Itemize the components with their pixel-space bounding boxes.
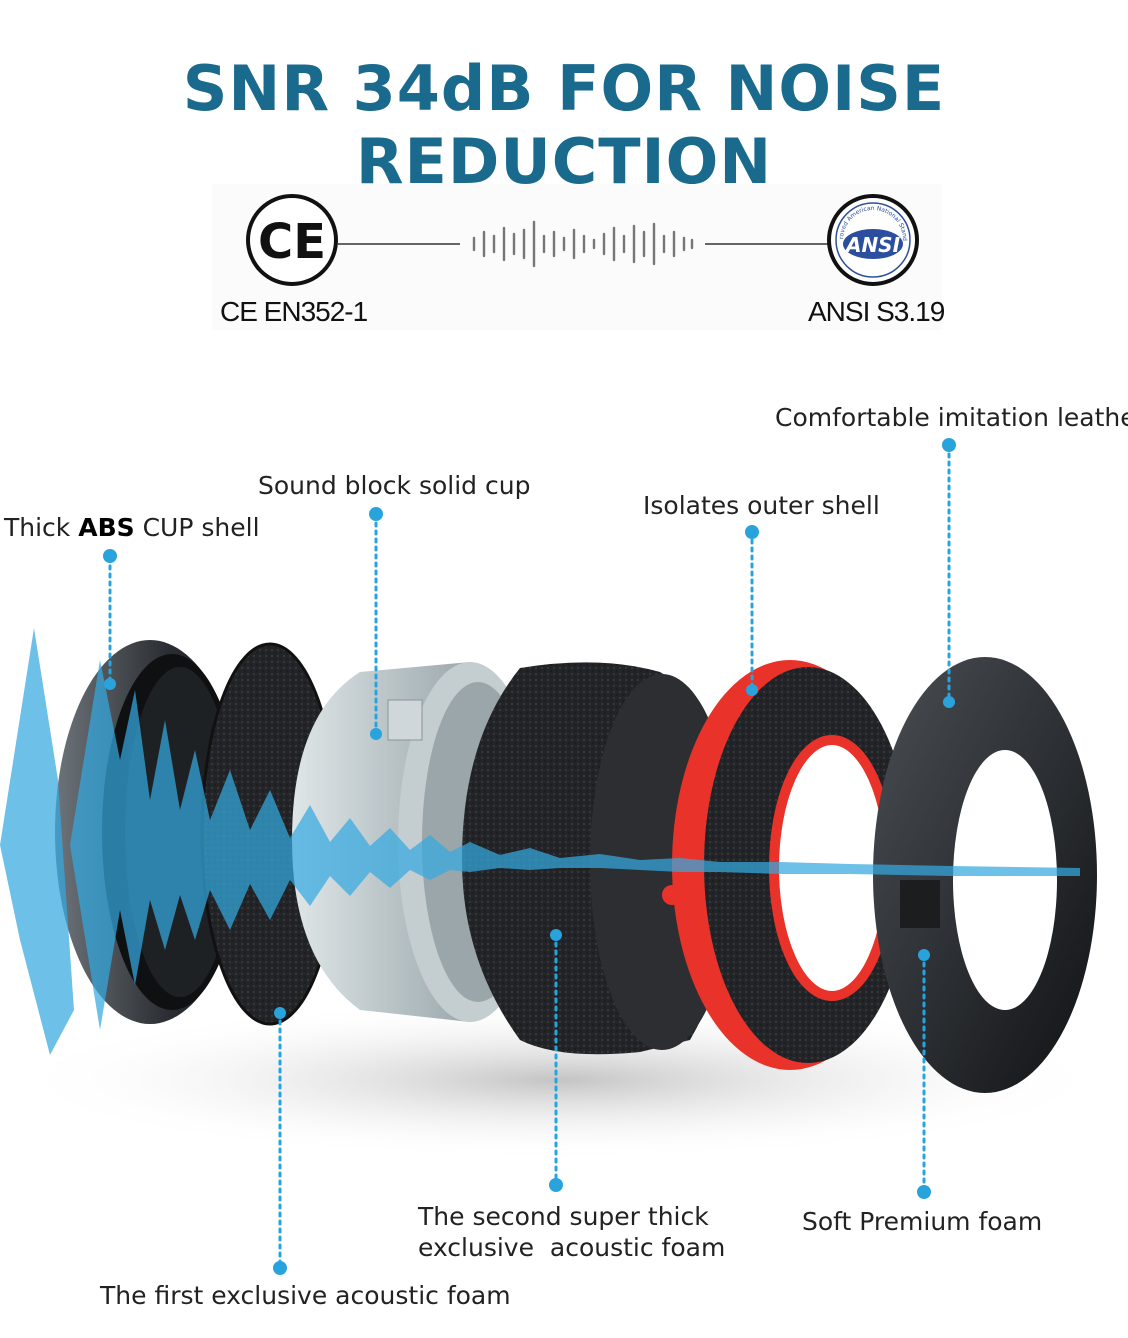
ce-mark-icon: CE bbox=[246, 194, 338, 286]
ansi-label: ANSI S3.19 bbox=[808, 296, 945, 327]
ce-label: CE EN352-1 bbox=[220, 296, 368, 327]
callout-outer-shell: Isolates outer shell bbox=[643, 491, 880, 520]
ansi-mark-text: ANSI bbox=[844, 233, 901, 257]
certification-strip: CE Approved American National Standard A… bbox=[0, 180, 942, 330]
callout-first-foam: The first exclusive acoustic foam bbox=[100, 1281, 511, 1310]
callout-leather: Comfortable imitation leather bbox=[775, 403, 1128, 432]
callout-second-foam-line1: The second super thick bbox=[418, 1202, 709, 1231]
callout-abs-prefix: Thick bbox=[4, 513, 79, 542]
callout-sound-block: Sound block solid cup bbox=[258, 471, 531, 500]
headline: SNR 34dB FOR NOISE REDUCTION bbox=[182, 52, 946, 198]
callout-abs-bold: ABS bbox=[78, 513, 135, 542]
callout-abs-shell: Thick ABS CUP shell bbox=[4, 512, 260, 543]
callout-dots bbox=[103, 438, 956, 1275]
callout-abs-suffix: CUP shell bbox=[134, 513, 260, 542]
sound-wave-icon bbox=[472, 220, 694, 268]
callout-leaders bbox=[108, 444, 951, 1270]
sound-wave-overlay bbox=[0, 628, 1080, 1055]
callout-second-foam-line2: exclusive acoustic foam bbox=[418, 1233, 726, 1262]
ce-mark-text: CE bbox=[258, 214, 326, 270]
callout-soft-foam: Soft Premium foam bbox=[802, 1207, 1043, 1236]
